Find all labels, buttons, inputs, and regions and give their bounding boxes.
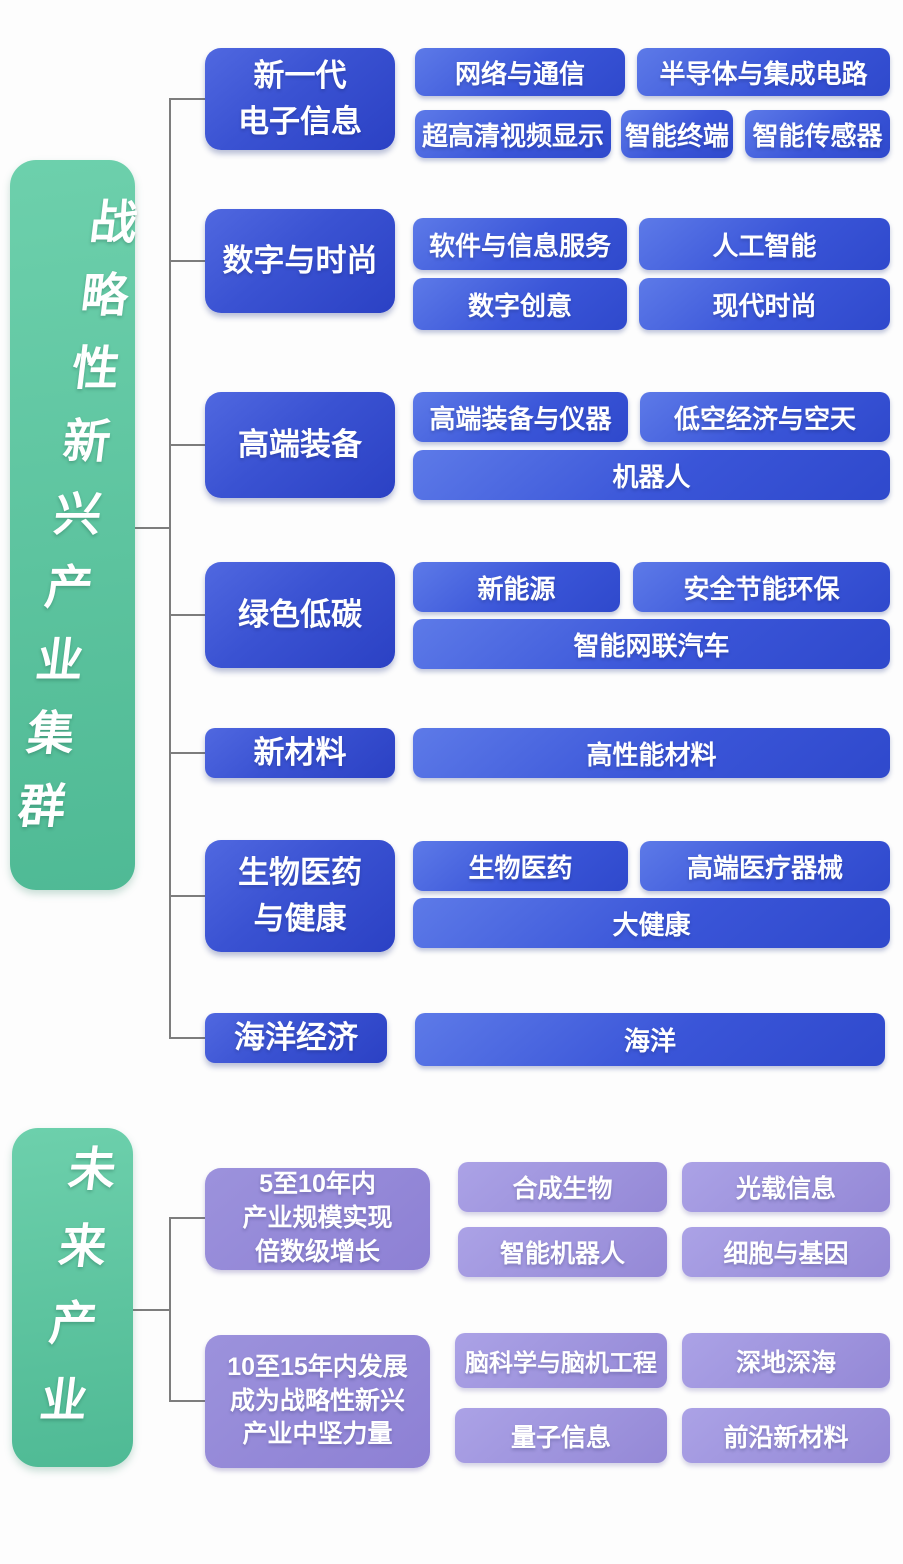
- industry-marine: 海洋: [415, 1013, 885, 1066]
- industry-big-health: 大健康: [413, 898, 890, 948]
- connector-branch: [169, 1037, 207, 1039]
- industry-intelligent-connected-vehicles: 智能网联汽车: [413, 619, 890, 669]
- future-industries-root: 未来产业: [12, 1128, 133, 1467]
- industry-safety-energy-env: 安全节能环保: [633, 562, 890, 612]
- category-green-low-carbon: 绿色低碳: [205, 562, 395, 668]
- category-label-line: 倍数级增长: [254, 1237, 380, 1266]
- industry-high-performance-materials: 高性能材料: [413, 728, 890, 778]
- industry-equipment-instruments: 高端装备与仪器: [413, 392, 628, 442]
- strategic-cluster-root-label: 战略性新兴产业集群: [5, 196, 140, 854]
- industry-smart-sensors: 智能传感器: [745, 110, 890, 158]
- connector-branch: [169, 98, 207, 100]
- category-label-line: 生物医药: [238, 854, 362, 890]
- connector-branch: [169, 752, 207, 754]
- connector-branch: [169, 444, 207, 446]
- future-deep-earth-sea: 深地深海: [682, 1333, 890, 1388]
- category-label-line: 10至15年内发展: [227, 1352, 408, 1381]
- industry-network-communication: 网络与通信: [415, 48, 625, 96]
- category-label-line: 高端装备: [238, 426, 362, 462]
- category-label-line: 产业规模实现: [242, 1204, 393, 1233]
- future-quantum-information: 量子信息: [455, 1408, 667, 1463]
- connector-trunk-future: [169, 1217, 171, 1402]
- connector-branch: [169, 1400, 207, 1402]
- category-label-line: 5至10年内: [259, 1170, 376, 1199]
- category-label-line: 绿色低碳: [238, 596, 362, 632]
- category-label-line: 新材料: [253, 734, 347, 770]
- industry-modern-fashion: 现代时尚: [639, 278, 890, 330]
- category-label-line: 新一代: [253, 57, 347, 93]
- industry-robotics: 机器人: [413, 450, 890, 500]
- connector-stub-future-root: [131, 1309, 170, 1311]
- industry-digital-creativity: 数字创意: [413, 278, 627, 330]
- future-synthetic-biology: 合成生物: [458, 1162, 667, 1212]
- category-biomedicine-health: 生物医药 与健康: [205, 840, 395, 952]
- category-label-line: 数字与时尚: [222, 242, 378, 278]
- future-frontier-materials: 前沿新材料: [682, 1408, 890, 1463]
- category-next-gen-electronics: 新一代 电子信息: [205, 48, 395, 150]
- connector-branch: [169, 1217, 207, 1219]
- category-new-materials: 新材料: [205, 728, 395, 778]
- future-intelligent-robots: 智能机器人: [458, 1227, 667, 1277]
- industry-software-info-services: 软件与信息服务: [413, 218, 627, 270]
- connector-branch: [169, 260, 207, 262]
- future-cell-gene: 细胞与基因: [682, 1227, 890, 1277]
- strategic-cluster-root: 战略性新兴产业集群: [6, 160, 139, 890]
- future-optical-information: 光载信息: [682, 1162, 890, 1212]
- industry-semiconductors-ic: 半导体与集成电路: [637, 48, 890, 96]
- industry-low-altitude-aerospace: 低空经济与空天: [640, 392, 890, 442]
- category-label-line: 产业中坚力量: [242, 1420, 393, 1449]
- category-marine-economy: 海洋经济: [205, 1013, 387, 1063]
- category-label-line: 与健康: [253, 901, 347, 936]
- industry-new-energy: 新能源: [413, 562, 620, 612]
- connector-trunk-strategic: [169, 98, 171, 1039]
- industry-artificial-intelligence: 人工智能: [639, 218, 890, 270]
- category-label-line: 电子信息: [238, 104, 362, 139]
- category-label-line: 海洋经济: [234, 1019, 358, 1055]
- connector-branch: [169, 614, 207, 616]
- category-5-10-year-growth: 5至10年内 产业规模实现 倍数级增长: [205, 1168, 430, 1270]
- category-digital-fashion: 数字与时尚: [205, 209, 395, 313]
- category-label-line: 成为战略性新兴: [229, 1386, 405, 1415]
- industry-smart-terminals: 智能终端: [621, 110, 733, 158]
- category-high-end-equipment: 高端装备: [205, 392, 395, 498]
- future-brain-science-bci: 脑科学与脑机工程: [455, 1333, 667, 1388]
- connector-stub-strategic-root: [133, 527, 170, 529]
- industry-medical-devices: 高端医疗器械: [640, 841, 890, 891]
- industry-uhd-video-display: 超高清视频显示: [415, 110, 611, 158]
- category-10-15-year-backbone: 10至15年内发展 成为战略性新兴 产业中坚力量: [205, 1335, 430, 1468]
- connector-branch: [169, 895, 207, 897]
- industry-biomedicine: 生物医药: [413, 841, 628, 891]
- future-industries-root-label: 未来产业: [27, 1143, 118, 1452]
